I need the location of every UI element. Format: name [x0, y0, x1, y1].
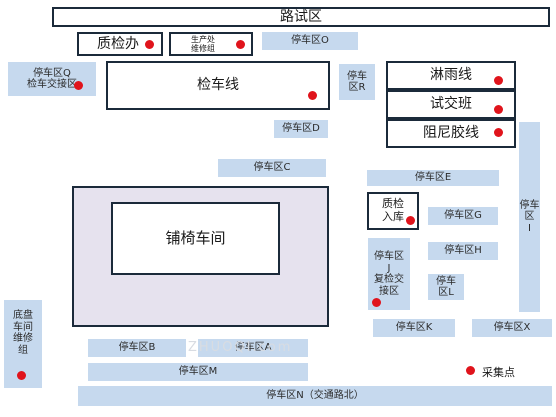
seat-workshop: 铺椅车间 [111, 202, 280, 275]
trial-handover-team: 试交班 [386, 90, 516, 119]
inspection-line-label: 检车线 [197, 77, 239, 94]
watermark: ZHUOQI.com [188, 340, 293, 355]
parking-area-c: 停车区C [218, 159, 326, 177]
collection-point-dot [236, 40, 245, 49]
parking-area-a-label: 停车区A [234, 342, 272, 354]
parking-area-m-label: 停车区M [178, 366, 218, 378]
collection-point-dot [494, 76, 503, 85]
collection-point-dot [494, 128, 503, 137]
rain-test-line: 淋雨线 [386, 61, 516, 90]
parking-area-o: 停车区O [262, 32, 358, 50]
parking-area-l-label: 停车 区L [436, 275, 456, 299]
collection-point-dot [372, 298, 381, 307]
collection-point-dot [74, 81, 83, 90]
parking-area-e-label: 停车区E [414, 172, 452, 184]
road-test-area: 路试区 [52, 7, 550, 27]
parking-area-r: 停车 区R [339, 64, 375, 100]
seat-workshop-label: 铺椅车间 [165, 228, 226, 247]
parking-area-i-label: 停车 区 I [519, 199, 540, 234]
parking-area-h: 停车区H [428, 242, 498, 260]
parking-area-d-label: 停车区D [282, 123, 320, 135]
parking-area-b-label: 停车区B [118, 342, 156, 354]
parking-area-c-label: 停车区C [253, 162, 291, 174]
qc-warehouse-entry: 质检 入库 [367, 192, 419, 230]
parking-area-k-label: 停车区K [395, 322, 433, 334]
parking-area-o-label: 停车区O [291, 35, 329, 47]
parking-area-g-label: 停车区G [444, 210, 482, 222]
parking-area-x: 停车区X [472, 319, 552, 337]
production-repair-group-label: 生产处 维修组 [191, 34, 215, 53]
parking-area-d: 停车区D [274, 120, 328, 138]
parking-area-j-label: 停车区 J 复检交 接区 [374, 251, 404, 297]
collection-point-dot [406, 216, 415, 225]
collection-point-dot [17, 371, 26, 380]
damper-line: 阻尼胶线 [386, 119, 516, 148]
parking-area-q: 停车区Q 检车交接区 [8, 62, 96, 96]
parking-area-g: 停车区G [428, 207, 498, 225]
parking-area-x-label: 停车区X [493, 322, 531, 334]
parking-area-i: 停车 区 I [519, 122, 540, 312]
road-test-area-label: 路试区 [280, 8, 322, 25]
quality-office-label: 质检办 [97, 35, 139, 52]
legend-collection-point-label: 采集点 [482, 366, 515, 379]
parking-area-k: 停车区K [373, 319, 455, 337]
rain-test-line-label: 淋雨线 [430, 67, 472, 84]
qc-warehouse-entry-label: 质检 入库 [382, 197, 404, 223]
parking-area-n: 停车区N（交通路北） [78, 386, 552, 406]
chassis-workshop-repair-group: 底盘 车间 维修 组 [4, 300, 42, 388]
parking-area-e: 停车区E [367, 170, 499, 186]
parking-area-a: 停车区A [198, 339, 308, 357]
legend-collection-point-icon [466, 366, 475, 375]
parking-area-b: 停车区B [88, 339, 186, 357]
collection-point-dot [145, 40, 154, 49]
parking-area-n-label: 停车区N（交通路北） [266, 390, 364, 402]
trial-handover-team-label: 试交班 [430, 96, 472, 113]
damper-line-label: 阻尼胶线 [423, 125, 479, 142]
collection-point-dot [308, 91, 317, 100]
parking-area-m: 停车区M [88, 363, 308, 381]
parking-area-r-label: 停车 区R [347, 70, 367, 94]
parking-area-l: 停车 区L [428, 274, 464, 300]
chassis-workshop-repair-group-label: 底盘 车间 维修 组 [13, 310, 33, 356]
parking-area-q-label: 停车区Q 检车交接区 [27, 67, 77, 91]
inspection-line: 检车线 [106, 61, 330, 110]
collection-point-dot [494, 105, 503, 114]
parking-area-h-label: 停车区H [444, 245, 482, 257]
